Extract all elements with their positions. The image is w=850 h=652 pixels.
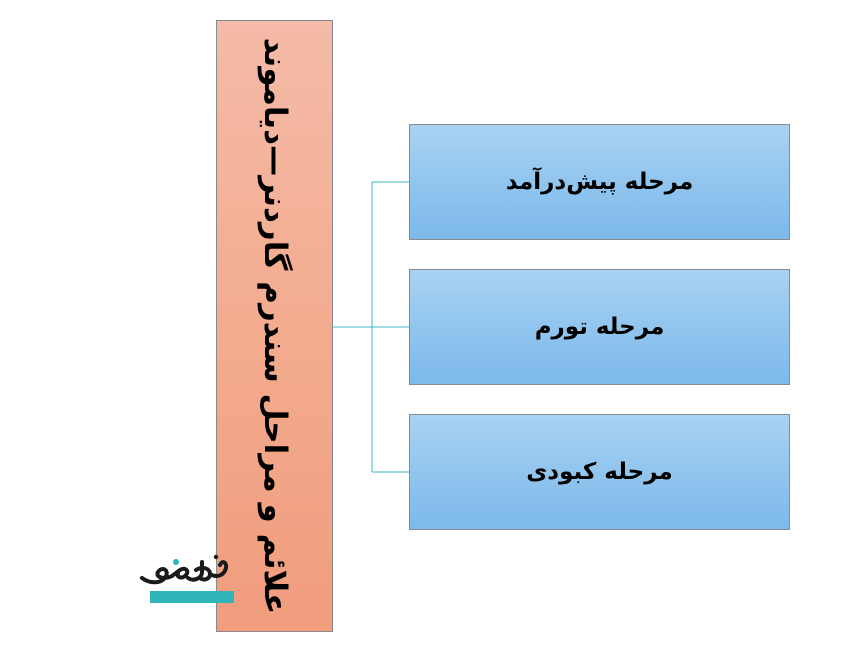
stage-node-label: مرحله پیش‌درآمد [505, 169, 694, 195]
logo-band [150, 591, 234, 603]
stage-node-bruising: مرحله کبودی [409, 414, 790, 530]
stage-node-label: مرحله تورم [534, 314, 665, 340]
root-node: علائم و مراحل سندرم گاردنر—دیاموند [216, 20, 333, 632]
maryam-maleki-logo [136, 548, 234, 604]
stage-node-prodrome: مرحله پیش‌درآمد [409, 124, 790, 240]
logo-script-mark [140, 554, 229, 585]
stage-node-swelling: مرحله تورم [409, 269, 790, 385]
stage-node-label: مرحله کبودی [526, 459, 673, 485]
